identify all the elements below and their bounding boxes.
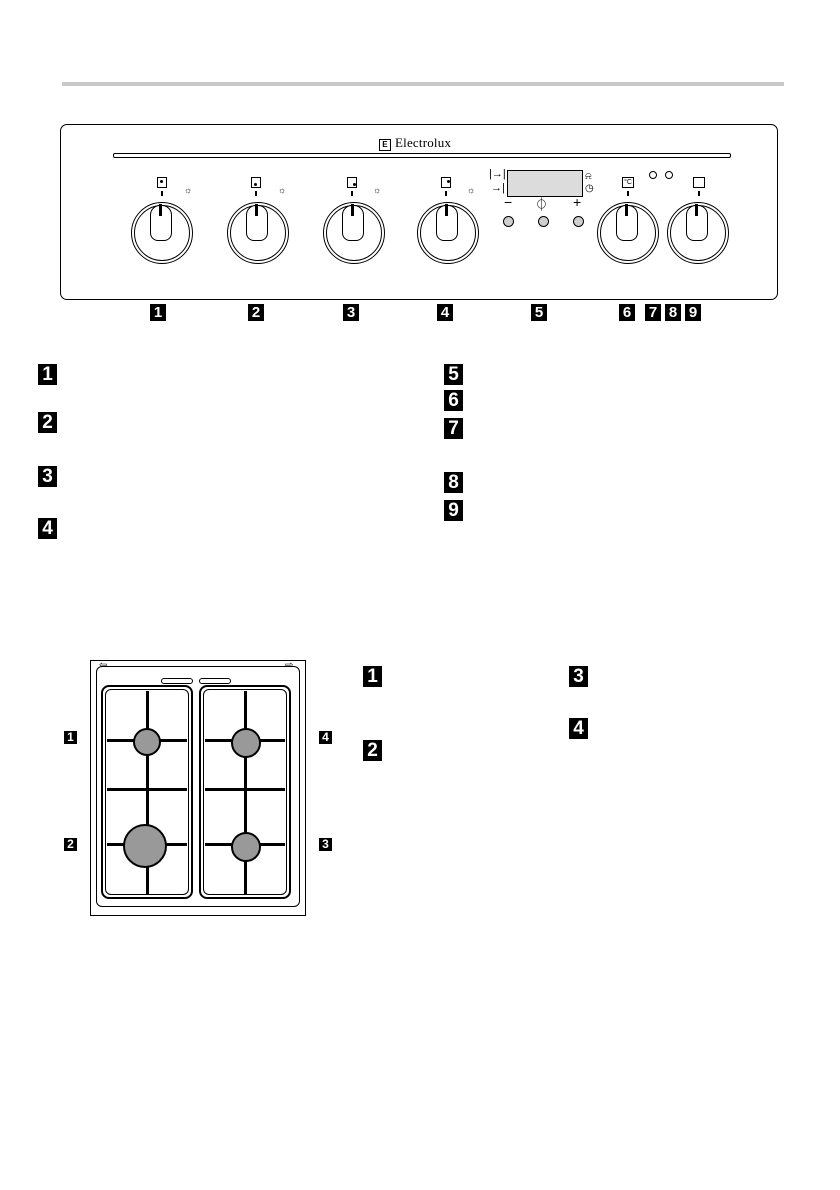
hob-label-2: 2 (64, 838, 77, 851)
flame-icon: ☼ (373, 185, 382, 195)
temperature-indicator-light (649, 171, 657, 179)
flame-icon: ☼ (184, 185, 193, 195)
burner-semi-rapid-front (231, 832, 261, 862)
clock-button[interactable] (538, 216, 549, 227)
panel-trim (113, 153, 731, 158)
rear-right-zone-icon (441, 177, 451, 188)
knob-grip[interactable] (616, 204, 638, 241)
knob-marker (445, 191, 447, 196)
hob-legend-3: 3 (569, 666, 588, 687)
flame-icon: ☼ (467, 185, 476, 195)
minus-button[interactable] (503, 216, 514, 227)
temperature-icon: °C (622, 177, 634, 188)
timer-display (507, 170, 583, 197)
minus-icon: − (504, 194, 513, 210)
plus-button[interactable] (573, 216, 584, 227)
hob-knob-2[interactable] (227, 202, 289, 264)
legend-item-8: 8 (444, 472, 463, 493)
hob-knob-4[interactable] (417, 202, 479, 264)
hob-top-view: ⇦ ⇨ (90, 660, 306, 916)
grate-bar (146, 691, 149, 895)
legend-item-3: 3 (38, 466, 57, 487)
hob-legend-1: 1 (363, 666, 382, 687)
knob-marker (698, 191, 700, 196)
panel-label-4: 4 (437, 304, 453, 321)
bell-icon: ⍾ (585, 171, 592, 182)
hob-knob-1[interactable] (131, 202, 193, 264)
knob-marker (255, 191, 257, 196)
knob-grip[interactable] (686, 204, 708, 241)
control-panel: E Electrolux ☼ ☼ ☼ ☼ |→| →| ⍾ ◷ − ⏀ + °C (60, 124, 778, 300)
panel-label-5: 5 (531, 304, 547, 321)
top-rule (62, 82, 784, 86)
rear-left-zone-icon (157, 177, 167, 188)
panel-label-8: 8 (665, 304, 681, 321)
clock-function-icon: ⏀ (535, 197, 549, 212)
flame-icon: ☼ (278, 185, 287, 195)
oven-function-knob[interactable] (667, 202, 729, 264)
legend-item-4: 4 (38, 518, 57, 539)
grate-bar (205, 788, 285, 791)
hob-surface (96, 666, 300, 907)
knob-marker (627, 191, 629, 196)
front-right-zone-icon (347, 177, 357, 188)
knob-grip[interactable] (436, 204, 458, 241)
knob-marker (351, 191, 353, 196)
burner-semi-rapid-rear (231, 728, 261, 758)
power-indicator-light (665, 171, 673, 179)
hob-label-3: 3 (319, 838, 332, 851)
burner-rapid (123, 824, 167, 868)
vent-slot (161, 678, 193, 684)
knob-marker (161, 191, 163, 196)
electrolux-logo-icon: E (379, 139, 391, 151)
oven-temperature-knob[interactable] (597, 202, 659, 264)
panel-label-2: 2 (248, 304, 264, 321)
plus-icon: + (573, 194, 582, 210)
legend-item-6: 6 (444, 390, 463, 411)
pan-support-right (199, 685, 291, 899)
panel-label-6: 6 (619, 304, 635, 321)
duration-icon: |→| (489, 168, 506, 180)
hob-legend-4: 4 (569, 718, 588, 739)
vent-slot (199, 678, 231, 684)
grate-bar (244, 691, 247, 895)
grate-bar (107, 788, 187, 791)
hob-legend-2: 2 (363, 740, 382, 761)
panel-label-3: 3 (343, 304, 359, 321)
panel-label-7: 7 (645, 304, 661, 321)
left-arrow-icon: ⇦ (99, 660, 108, 671)
brand-logo: E Electrolux (379, 135, 451, 151)
clock-icon: ◷ (585, 183, 594, 194)
legend-item-7: 7 (444, 418, 463, 439)
front-left-zone-icon (251, 177, 261, 188)
legend-item-1: 1 (38, 364, 57, 385)
oven-function-icon (693, 177, 705, 188)
knob-grip[interactable] (150, 204, 172, 241)
legend-item-2: 2 (38, 412, 57, 433)
knob-grip[interactable] (246, 204, 268, 241)
hob-label-4: 4 (319, 731, 332, 744)
hob-label-1: 1 (64, 731, 77, 744)
panel-label-1: 1 (150, 304, 166, 321)
panel-label-9: 9 (685, 304, 701, 321)
brand-name: Electrolux (395, 135, 452, 150)
legend-item-5: 5 (444, 364, 463, 385)
legend-item-9: 9 (444, 500, 463, 521)
hob-knob-3[interactable] (323, 202, 385, 264)
burner-auxiliary (133, 728, 161, 756)
right-arrow-icon: ⇨ (285, 660, 294, 671)
end-time-icon: →| (491, 182, 505, 194)
knob-grip[interactable] (342, 204, 364, 241)
